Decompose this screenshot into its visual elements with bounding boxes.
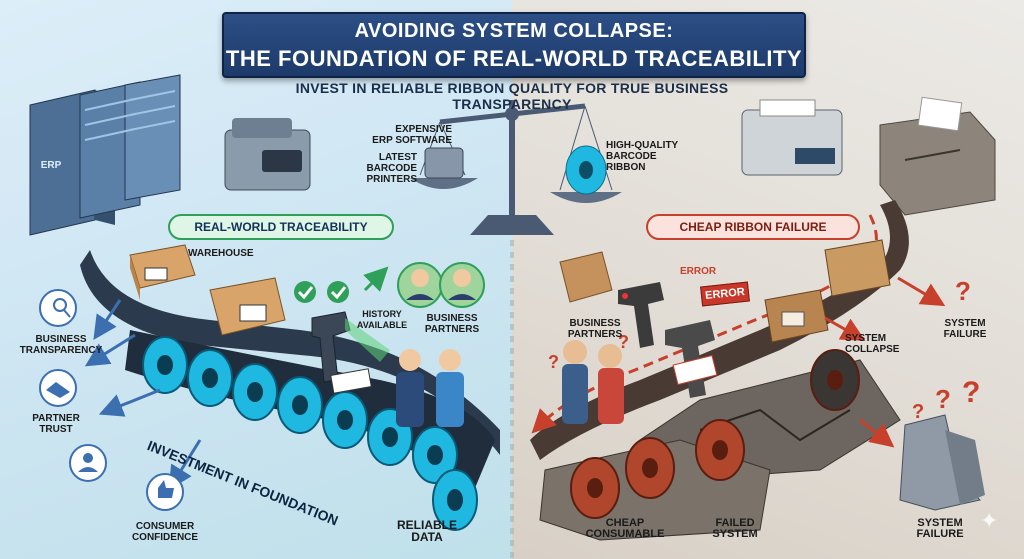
erp-server-icon	[29, 74, 181, 236]
balance-scale-icon	[410, 100, 622, 235]
error-label: ERROR	[680, 266, 717, 277]
thumbs-up-icon	[146, 473, 184, 511]
question-mark-icon: ?	[912, 401, 924, 423]
panel-divider	[510, 240, 514, 559]
system-failure-label-bottom: SYSTEM FAILURE	[916, 517, 964, 540]
failed-system-label: FAILED SYSTEM	[712, 517, 758, 540]
warehouse-label: WAREHOUSE	[188, 248, 254, 259]
question-mark-icon: ?	[935, 384, 951, 414]
reliable-data-label: RELIABLE DATA	[397, 518, 457, 544]
scale-label-printers: LATEST BARCODE PRINTERS	[366, 152, 417, 185]
erp-label: ERP	[40, 160, 62, 171]
shipping-box-icon	[129, 244, 196, 300]
office-printer-icon	[741, 99, 843, 176]
business-partners-icon	[397, 262, 485, 308]
magnifier-document-icon	[39, 289, 77, 327]
barcode-scanner-icon	[311, 311, 390, 394]
system-failure-label-top: SYSTEM FAILURE	[943, 318, 987, 340]
question-mark-icon: ?	[955, 276, 971, 306]
damaged-box-icon	[559, 251, 613, 303]
title-line-2: THE FOUNDATION OF REAL-WORLD TRACEABILIT…	[225, 46, 803, 71]
broken-barcode-scanner-icon	[665, 320, 718, 398]
check-mark-icon	[294, 281, 316, 303]
title-line-1: AVOIDING SYSTEM COLLAPSE:	[354, 20, 674, 42]
benefit-label-transparency: BUSINESS TRANSPARENCY	[19, 334, 103, 356]
check-mark-icon	[327, 281, 349, 303]
benefit-label-confidence: CONSUMER CONFIDENCE	[131, 521, 199, 543]
question-mark-icon: ?	[618, 332, 629, 352]
question-mark-icon: ?	[548, 352, 559, 372]
title-banner: AVOIDING SYSTEM COLLAPSE: THE FOUNDATION…	[222, 12, 806, 78]
broken-printer-icon	[879, 96, 996, 216]
benefit-label-trust: PARTNER TRUST	[32, 413, 80, 435]
section-title-failure: CHEAP RIBBON FAILURE	[646, 214, 860, 240]
section-title-traceability: REAL-WORLD TRACEABILITY	[168, 214, 394, 240]
scale-label-ribbon: HIGH-QUALITY BARCODE RIBBON	[606, 140, 679, 173]
damaged-box-icon	[764, 289, 829, 343]
subtitle: INVEST IN RELIABLE RIBBON QUALITY FOR TR…	[295, 80, 729, 112]
partners-label-left: BUSINESS PARTNERS	[424, 313, 480, 335]
happy-people-icon	[396, 349, 464, 427]
handshake-icon	[39, 369, 77, 407]
partners-label-right: BUSINESS PARTNERS	[567, 318, 623, 340]
shipping-box-icon	[209, 277, 286, 336]
barcode-scanner-icon	[618, 282, 664, 348]
confused-people-icon	[562, 340, 624, 424]
barcode-printer-icon	[224, 118, 311, 191]
question-mark-icon: ?	[962, 376, 980, 409]
system-collapse-label: SYSTEM COLLAPSE	[845, 333, 900, 355]
history-label: HISTORY AVAILABLE	[356, 309, 408, 330]
scale-label-erp: EXPENSIVE ERP SOFTWARE	[372, 124, 452, 146]
people-group-icon	[69, 444, 107, 482]
cheap-consumable-label: CHEAP CONSUMABLE	[585, 517, 665, 540]
damaged-box-icon	[824, 239, 891, 297]
sparkle-icon: ✦	[980, 508, 999, 533]
conveyor-belt-left	[80, 250, 500, 531]
crumbling-pillar-icon	[899, 414, 985, 511]
